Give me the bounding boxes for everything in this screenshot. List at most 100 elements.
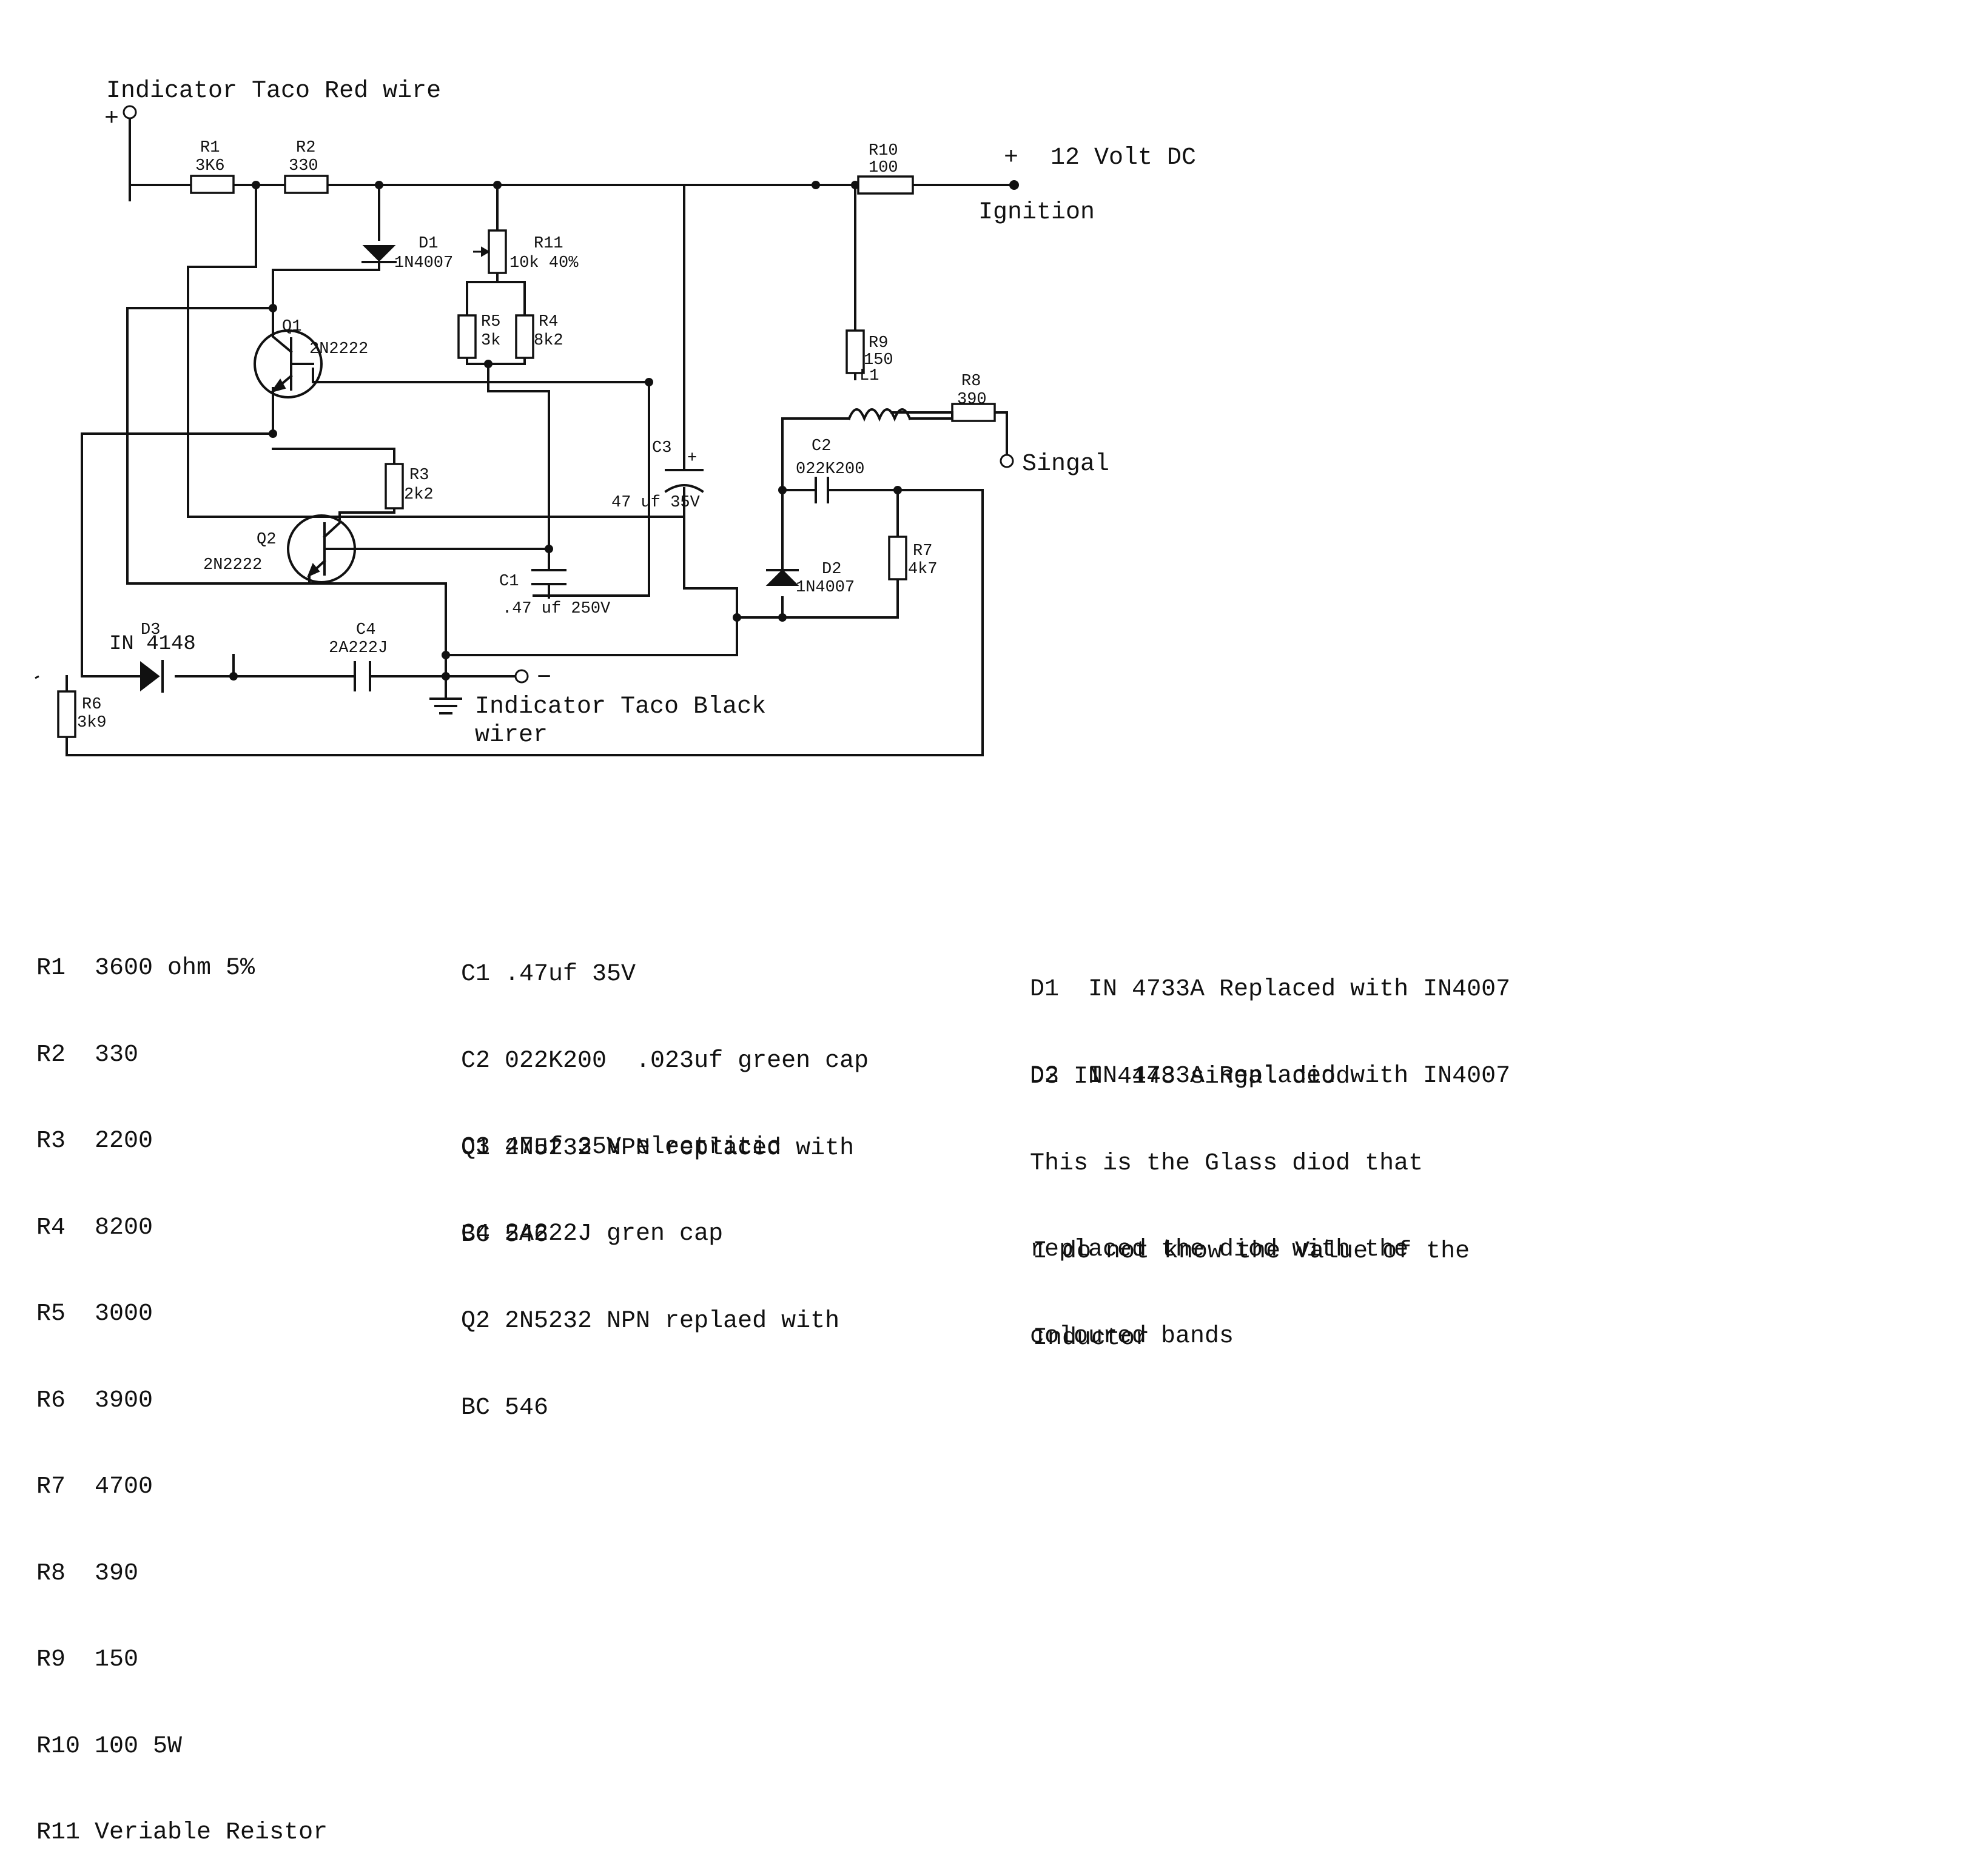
diode-d1: [361, 245, 397, 263]
resistor-list-item: R9 150: [36, 1646, 139, 1673]
r11-wiper-arrow: [473, 246, 490, 257]
r4-value: 8k2: [534, 332, 563, 350]
r10-name: R10: [869, 142, 898, 160]
black-wire-minus: −: [537, 665, 551, 692]
d3-note-line: D3 IN 4148 singal diod: [1030, 1063, 1351, 1091]
q1-value: 2N2222: [309, 340, 368, 358]
diode-list: D1 IN 4733A Replaced with IN4007 D2 IN 4…: [1030, 918, 1510, 1120]
capacitor-list-item: C4 2A222J gren cap: [461, 1220, 724, 1248]
resistor-r11: [488, 229, 507, 274]
c4-name: C4: [356, 621, 375, 639]
transistor-list-item: Q2 2N5232 NPN replaed with: [461, 1308, 840, 1335]
component-labels: Indicator Taco Red wire + R1 3K6 R2 330 …: [77, 78, 1196, 749]
resistor-r2: [284, 175, 329, 194]
capacitor-c4: [354, 661, 371, 691]
r7-value: 4k7: [908, 560, 938, 579]
resistor-list-item: R7 4700: [36, 1473, 153, 1501]
black-wire-terminal: [514, 669, 529, 684]
junction-dots: [229, 181, 902, 681]
capacitor-c3: [664, 469, 704, 493]
r10-value: 100: [869, 159, 898, 177]
q1-name: Q1: [282, 318, 301, 336]
d1-value: 1N4007: [394, 254, 453, 272]
c2-value: 022K200: [796, 460, 864, 479]
r4-name: R4: [539, 313, 558, 331]
inductor-note-line: I do not know the Value of the: [1033, 1238, 1470, 1265]
transistor-list-item: Q1 2N5232 NPN replaced with: [461, 1135, 855, 1162]
r11-value: 10k 40%: [509, 254, 579, 272]
resistor-list-item: R10 100 5W: [36, 1732, 183, 1760]
resistor-list-item: R5 3000: [36, 1300, 153, 1328]
transistor-list-item: BC 546: [461, 1221, 549, 1249]
capacitor-list-item: C3 47uf 35V electritic: [461, 1134, 782, 1161]
r2-value: 330: [289, 157, 318, 175]
r1-value: 3K6: [195, 157, 225, 175]
q2-value: 2N2222: [203, 556, 262, 574]
resistor-list-item: R2 330: [36, 1041, 139, 1069]
red-wire-label: Indicator Taco Red wire: [106, 78, 441, 105]
resistor-r6: [57, 690, 76, 738]
c3-name: C3: [652, 439, 671, 457]
resistor-list-item: R11 Veriable Reistor: [36, 1819, 328, 1846]
transistor-list: Q1 2N5232 NPN replaced with BC 546 Q2 2N…: [461, 1077, 854, 1451]
stray-mark: [35, 675, 39, 679]
r3-name: R3: [409, 466, 429, 485]
resistor-r7: [888, 536, 907, 580]
resistor-r9: [845, 329, 865, 374]
capacitor-c2: [815, 477, 829, 503]
d3-note: D3 IN 4148 singal diod This is the Glass…: [1030, 1005, 1423, 1380]
inductor-note-line: Inductor: [1033, 1324, 1150, 1352]
resistor-list-item: R6 3900: [36, 1387, 153, 1414]
c3-value: 47 uf 35V: [611, 494, 701, 512]
c3-plus: +: [687, 449, 697, 468]
r1-name: R1: [200, 139, 220, 157]
supply-label: 12 Volt DC: [1051, 144, 1196, 172]
signal-terminal: [1000, 454, 1014, 468]
ignition-label: Ignition: [978, 199, 1095, 226]
r3-value: 2k2: [404, 486, 434, 504]
resistors: [57, 175, 996, 738]
capacitor-c1: [531, 569, 566, 585]
r7-name: R7: [913, 542, 932, 560]
resistor-list-item: R4 8200: [36, 1214, 153, 1242]
red-wire-terminal: [123, 105, 137, 119]
l1-name: L1: [859, 367, 879, 385]
resistor-r1: [190, 175, 235, 194]
transistor-list-item: BC 546: [461, 1394, 549, 1422]
diode-list-item: D1 IN 4733A Replaced with IN4007: [1030, 976, 1511, 1003]
r5-value: 3k: [481, 332, 500, 350]
black-wire-label-1: Indicator Taco Black: [475, 693, 766, 721]
d3-note-line: coloured bands: [1030, 1322, 1234, 1350]
resistor-r10: [857, 175, 914, 195]
r5-name: R5: [481, 313, 500, 331]
d2-value: 1N4007: [796, 579, 855, 597]
resistor-list: R1 3600 ohm 5% R2 330 R3 2200 R4 8200 R5…: [36, 896, 328, 1876]
resistor-r3: [385, 463, 404, 509]
ignition-terminal: [1009, 180, 1019, 190]
d3-name: D3: [141, 621, 160, 639]
c2-name: C2: [812, 437, 831, 456]
red-wire-plus: +: [104, 106, 119, 133]
r6-value: 3k9: [77, 714, 107, 732]
q2-name: Q2: [257, 531, 276, 549]
terminals: [123, 105, 1019, 684]
resistor-r5: [457, 314, 477, 359]
ground-symbol: [429, 698, 462, 714]
capacitor-list: C1 .47uf 35V C2 022K200 .023uf green cap…: [461, 903, 869, 1277]
diode-d3: [140, 660, 164, 693]
resistor-list-item: R8 390: [36, 1559, 139, 1587]
resistor-list-item: R3 2200: [36, 1128, 153, 1155]
r8-name: R8: [961, 372, 981, 391]
d2-name: D2: [822, 560, 841, 579]
r8-value: 390: [957, 391, 987, 409]
resistor-r4: [515, 314, 534, 359]
black-wire-label-2: wirer: [475, 722, 548, 749]
transistor-q2: [287, 514, 535, 585]
inductor-l1: [847, 408, 953, 422]
r6-name: R6: [82, 696, 101, 714]
resistor-list-item: R1 3600 ohm 5%: [36, 955, 255, 982]
capacitor-list-item: C1 .47uf 35V: [461, 961, 636, 988]
circuit-schematic: Indicator Taco Red wire + R1 3K6 R2 330 …: [35, 78, 1196, 756]
c1-value: .47 uf 250V: [502, 600, 611, 618]
r9-name: R9: [869, 334, 888, 352]
